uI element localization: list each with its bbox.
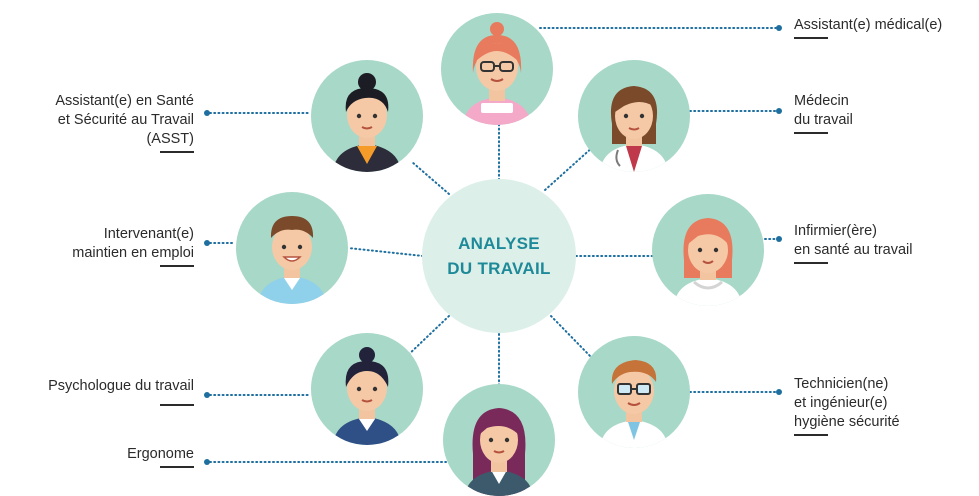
label-line: hygiène sécurité	[794, 414, 900, 430]
dot-infirmier	[776, 236, 782, 242]
label-asst: Assistant(e) en Santé et Sécurité au Tra…	[55, 92, 194, 153]
label-line: Médecin	[794, 93, 849, 109]
spoke-top-right	[544, 145, 595, 191]
label-line: en santé au travail	[794, 242, 913, 258]
spoke-top-left	[411, 161, 450, 195]
dot-assistant-medical	[776, 25, 782, 31]
dot-intervenant	[204, 240, 210, 246]
dot-technicien	[776, 389, 782, 395]
center-node: ANALYSE DU TRAVAIL	[422, 179, 576, 333]
label-infirmier: Infirmier(ère) en santé au travail	[794, 222, 913, 264]
label-underline	[794, 434, 828, 436]
label-line: Ergonome	[127, 446, 194, 462]
avatar-asst	[311, 60, 423, 172]
center-title-line2: DU TRAVAIL	[447, 259, 551, 278]
avatar-technicien	[578, 336, 690, 448]
spoke-bottom-left	[405, 315, 450, 358]
label-underline	[794, 262, 828, 264]
label-psychologue: Psychologue du travail	[48, 377, 194, 406]
label-ergonome: Ergonome	[127, 445, 194, 468]
label-line: Technicien(ne)	[794, 376, 889, 392]
dot-psychologue	[204, 392, 210, 398]
label-medecin: Médecin du travail	[794, 92, 853, 134]
label-line: du travail	[794, 112, 853, 128]
label-underline	[160, 265, 194, 267]
label-line: (ASST)	[146, 131, 194, 147]
label-line: Assistant(e) en Santé	[55, 93, 194, 109]
avatar-intervenant	[236, 192, 348, 304]
label-underline	[794, 132, 828, 134]
label-assistant-medical: Assistant(e) médical(e)	[794, 16, 943, 39]
label-line: Intervenant(e)	[103, 226, 194, 242]
label-line: Assistant(e) médical(e)	[794, 17, 943, 33]
avatar-medecin	[578, 60, 690, 172]
avatar-psychologue	[311, 333, 423, 445]
spoke-bottom-right	[550, 315, 593, 359]
spoke-left	[347, 247, 424, 257]
avatar-assistant-medical	[441, 13, 553, 125]
center-title-line1: ANALYSE	[458, 234, 540, 253]
label-line: Psychologue du travail	[48, 378, 194, 394]
label-underline	[160, 404, 194, 406]
label-technicien: Technicien(ne) et ingénieur(e) hygiène s…	[794, 375, 900, 436]
dot-asst	[204, 110, 210, 116]
label-line: et ingénieur(e)	[794, 395, 888, 411]
label-line: maintien en emploi	[72, 245, 194, 261]
dot-medecin	[776, 108, 782, 114]
label-line: Infirmier(ère)	[794, 223, 877, 239]
label-underline	[160, 466, 194, 468]
dot-ergonome	[204, 459, 210, 465]
label-underline	[794, 37, 828, 39]
avatar-infirmier	[652, 194, 764, 306]
label-intervenant: Intervenant(e) maintien en emploi	[72, 225, 194, 267]
avatar-ergonome	[443, 384, 555, 496]
label-underline	[160, 151, 194, 153]
label-line: et Sécurité au Travail	[57, 112, 194, 128]
